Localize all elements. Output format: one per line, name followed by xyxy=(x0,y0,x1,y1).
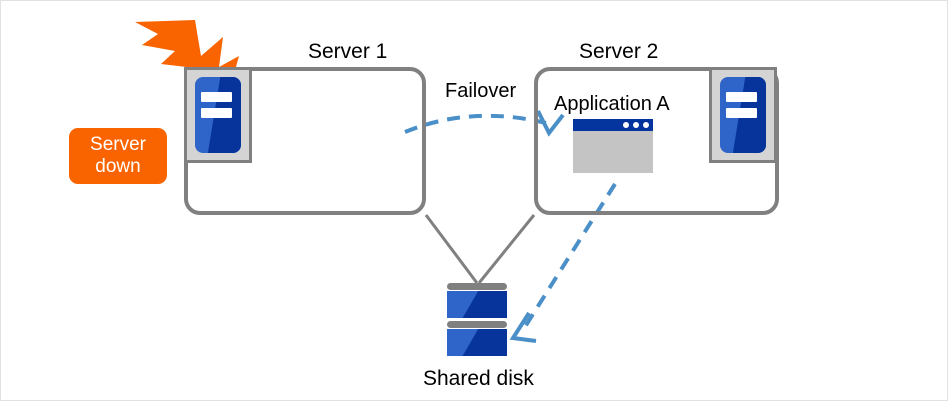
failover-arrow xyxy=(404,113,547,134)
server-down-line2: down xyxy=(95,156,141,177)
window-body xyxy=(573,131,653,173)
tower-body xyxy=(720,77,766,153)
disk-block xyxy=(447,291,507,318)
server1-tower-icon xyxy=(184,67,252,163)
tower-bar xyxy=(201,92,232,103)
tower-bar xyxy=(726,108,757,119)
shared-disk-label: Shared disk xyxy=(423,367,534,390)
link-server1-disk xyxy=(424,214,479,284)
tower-body xyxy=(195,77,241,153)
window-dot-icon xyxy=(633,122,639,128)
failover-label: Failover xyxy=(445,80,517,102)
shared-disk-icon xyxy=(447,283,507,359)
tower-bar xyxy=(201,108,232,119)
server1-label: Server 1 xyxy=(308,40,388,63)
server-down-callout: Server down xyxy=(69,128,167,184)
disk-access-arrowhead xyxy=(509,311,537,343)
server-down-line1: Server xyxy=(90,133,146,155)
disk-block xyxy=(447,329,507,356)
server2-tower-icon xyxy=(709,67,777,163)
window-dot-icon xyxy=(623,122,629,128)
window-titlebar xyxy=(573,119,653,131)
application-window-icon xyxy=(573,119,653,173)
server2-label: Server 2 xyxy=(579,40,659,63)
disk-bar xyxy=(447,283,507,290)
tower-bar xyxy=(726,92,757,103)
disk-bar xyxy=(447,321,507,328)
link-server2-disk xyxy=(477,214,536,284)
server2-box xyxy=(534,67,779,215)
window-dot-icon xyxy=(643,122,649,128)
application-label: Application A xyxy=(554,93,670,115)
